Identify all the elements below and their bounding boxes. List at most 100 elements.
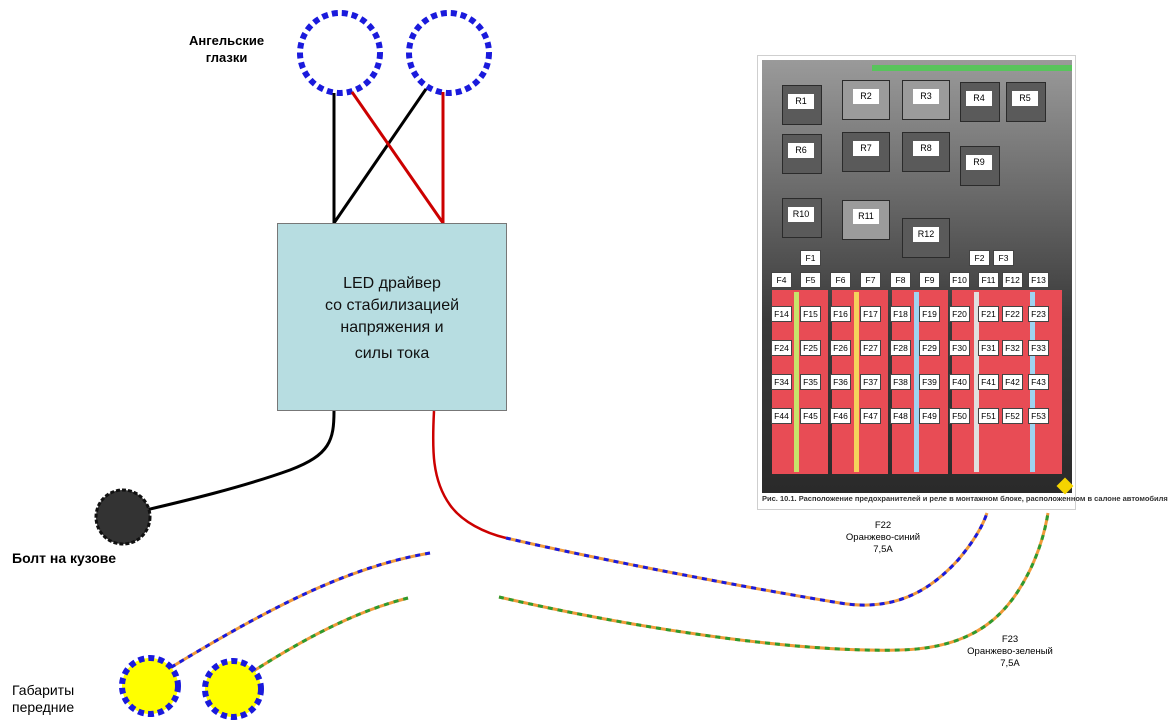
fuse-strip-3 [914, 292, 919, 472]
fuse-label: F41 [978, 374, 999, 390]
fuse-label: F24 [771, 340, 792, 356]
fuse-label: F25 [800, 340, 821, 356]
fuse-label: F12 [1002, 272, 1023, 288]
fuse-label: F35 [800, 374, 821, 390]
warning-sign-icon [1056, 477, 1074, 495]
fuse-label: F17 [860, 306, 881, 322]
f23-fuse-name: F23 [1001, 634, 1019, 645]
relay-r12: R12 [902, 218, 950, 258]
wire-f22-base [505, 512, 989, 607]
fuse-label: F49 [919, 408, 940, 424]
relay-r5: R5 [1006, 82, 1046, 122]
fuse-label: F38 [890, 374, 911, 390]
photo-caption: Рис. 10.1. Расположение предохранителей … [762, 494, 1168, 503]
fuse-f3: F3 [993, 250, 1014, 266]
f23-rating: 7,5А [1000, 658, 1020, 669]
driver-line-3: напряжения и [340, 319, 444, 336]
front-lights-label: Габариты передние [12, 682, 74, 716]
led-driver-box: LED драйвер со стабилизацией напряжения … [277, 223, 507, 411]
fuse-label: F15 [800, 306, 821, 322]
fuse-box-photo: R1 R2 R3 R4 R5 R6 R7 R8 R9 R10 R11 R12 F… [757, 55, 1168, 510]
fuse-label: F9 [919, 272, 940, 288]
fuse-label: F14 [771, 306, 792, 322]
f22-wire-color: Оранжево-синий [845, 532, 921, 543]
fuse-strip-1 [794, 292, 799, 472]
fuse-label: F32 [1002, 340, 1023, 356]
wire-front-blue-base [169, 551, 431, 670]
f22-label: F22 Оранжево-синий 7,5А [838, 520, 928, 556]
wire-front-green-base [251, 596, 409, 674]
wire-f23-stripe [498, 512, 1050, 652]
fuse-label: F51 [978, 408, 999, 424]
fuse-label: F11 [978, 272, 999, 288]
fuse-label: F7 [860, 272, 881, 288]
relay-r1: R1 [782, 85, 822, 125]
fuse-label: F26 [830, 340, 851, 356]
angel-eye-right [406, 10, 492, 96]
relay-r2: R2 [842, 80, 890, 120]
fuse-label: F28 [890, 340, 911, 356]
relay-r9: R9 [960, 146, 1000, 186]
fuse-label: F19 [919, 306, 940, 322]
relay-r11: R11 [842, 200, 890, 240]
wire-red-output [431, 410, 507, 540]
wire-black-cross [332, 88, 428, 224]
front-light-left [119, 655, 181, 717]
wire-ground [145, 410, 336, 512]
fuse-label: F48 [890, 408, 911, 424]
fuse-box-image: R1 R2 R3 R4 R5 R6 R7 R8 R9 R10 R11 R12 F… [762, 60, 1074, 495]
fuse-f2: F2 [969, 250, 990, 266]
wire-f23-base [498, 512, 1050, 652]
fuse-label: F40 [949, 374, 970, 390]
fuse-label: F43 [1028, 374, 1049, 390]
driver-line-1: LED драйвер [343, 275, 441, 292]
fuse-label: F31 [978, 340, 999, 356]
body-bolt [94, 488, 152, 546]
fuse-label: F36 [830, 374, 851, 390]
f23-label: F23 Оранжево-зеленый 7,5А [960, 634, 1060, 670]
angel-eyes-label: Ангельские глазки [189, 32, 264, 66]
driver-line-2: со стабилизацией [324, 297, 460, 314]
relay-r6: R6 [782, 134, 822, 174]
fuse-label: F34 [771, 374, 792, 390]
fuse-label: F39 [919, 374, 940, 390]
driver-line-4: силы тока [354, 345, 430, 362]
fuse-label: F37 [860, 374, 881, 390]
bolt-label: Болт на кузове [12, 550, 117, 566]
fuse-label: F53 [1028, 408, 1049, 424]
fuse-label: F5 [800, 272, 821, 288]
relay-r3: R3 [902, 80, 950, 120]
fuse-label: F46 [830, 408, 851, 424]
fuse-label: F29 [919, 340, 940, 356]
f22-rating: 7,5А [873, 544, 893, 555]
wire-front-blue-stripe [169, 551, 431, 670]
fuse-label: F8 [890, 272, 911, 288]
fuse-f1: F1 [800, 250, 821, 266]
fuse-label: F52 [1002, 408, 1023, 424]
fuse-label: F21 [978, 306, 999, 322]
angel-eyes-line-1: Ангельские [189, 33, 265, 48]
fuse-label: F20 [949, 306, 970, 322]
fuse-label: F47 [860, 408, 881, 424]
wiring-diagram [94, 10, 1050, 720]
angel-eyes-line-2: глазки [205, 50, 248, 65]
relay-r4: R4 [960, 82, 1000, 122]
fuse-strip-2 [854, 292, 859, 472]
relay-r10: R10 [782, 198, 822, 238]
fuse-label: F18 [890, 306, 911, 322]
fuse-label: F23 [1028, 306, 1049, 322]
front-lights-line-2: передние [12, 699, 75, 715]
fuse-label: F16 [830, 306, 851, 322]
green-stripe [872, 65, 1072, 71]
fuse-label: F50 [949, 408, 970, 424]
fuse-label: F10 [949, 272, 970, 288]
relay-r8: R8 [902, 132, 950, 172]
fuse-label: F42 [1002, 374, 1023, 390]
wire-red-cross [350, 91, 445, 224]
front-lights-line-1: Габариты [12, 682, 75, 698]
fuse-label: F6 [830, 272, 851, 288]
fuse-label: F45 [800, 408, 821, 424]
fuse-label: F13 [1028, 272, 1049, 288]
fuse-label: F44 [771, 408, 792, 424]
fuse-label: F33 [1028, 340, 1049, 356]
